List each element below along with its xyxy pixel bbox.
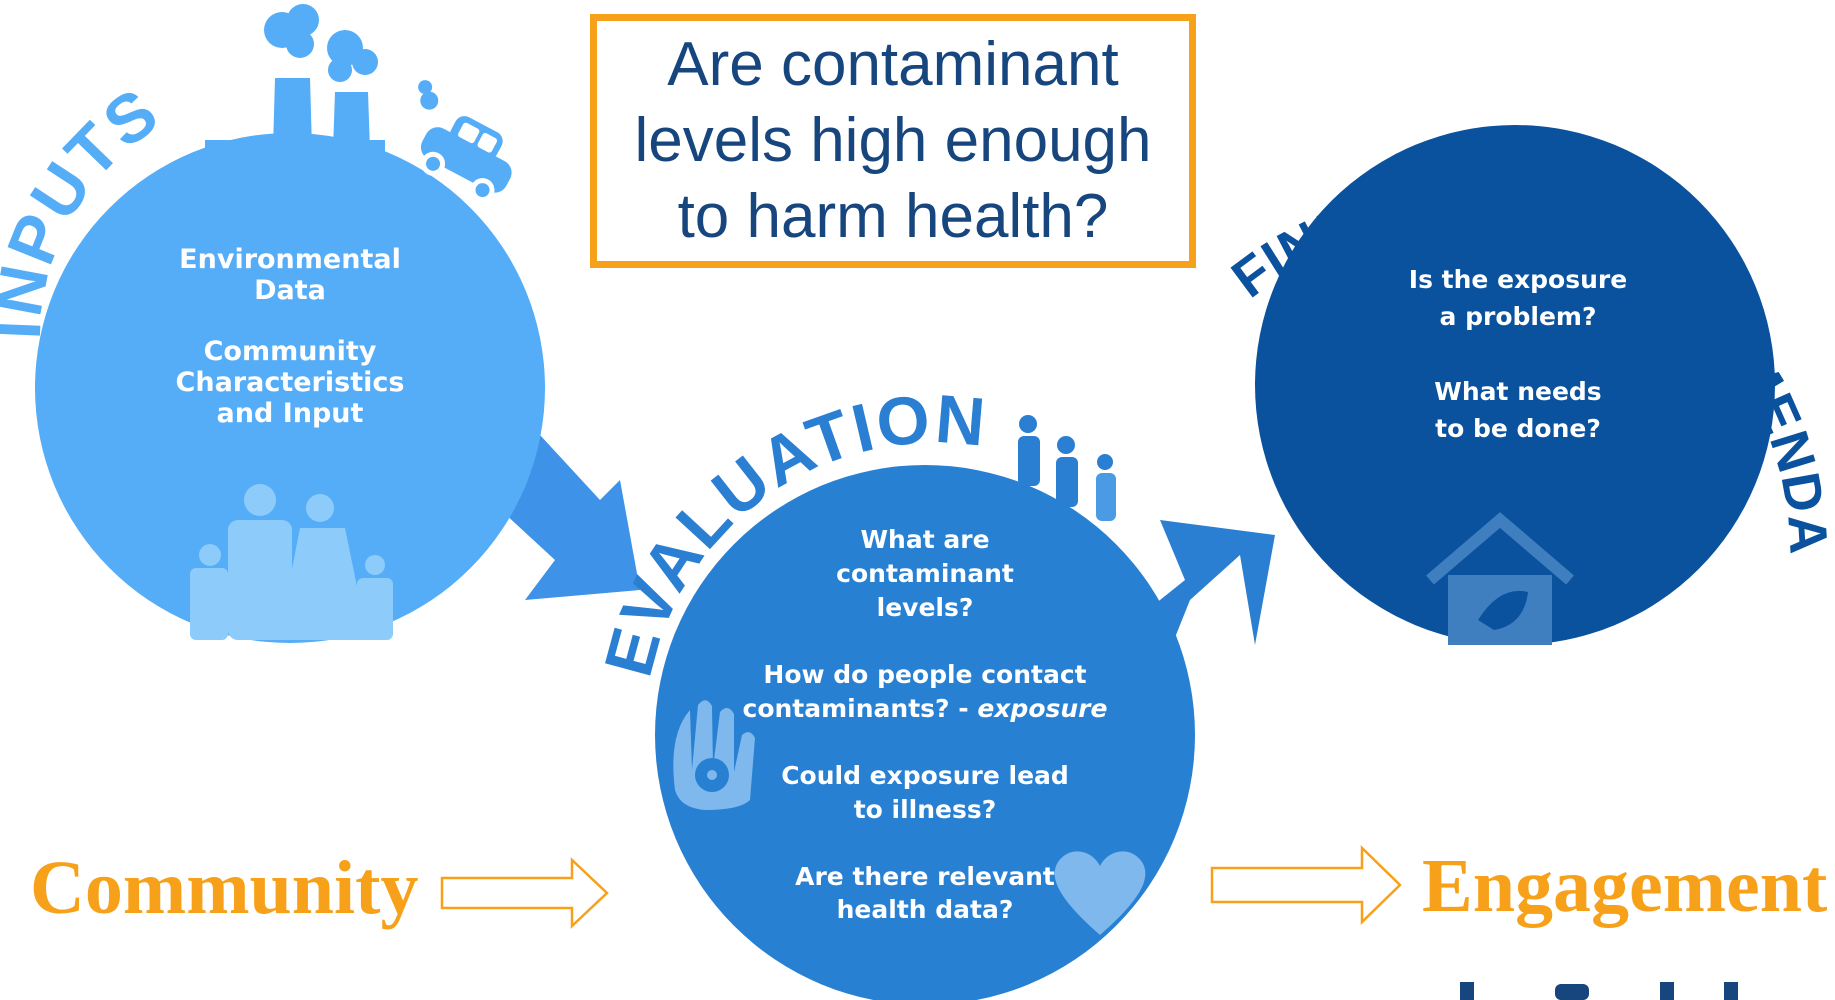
findings-line-1: Is the exposure bbox=[1409, 265, 1627, 294]
smoke-icon bbox=[264, 4, 378, 82]
evaluation-line-2: contaminant bbox=[836, 559, 1014, 588]
factory-icon bbox=[205, 4, 385, 200]
house-leaf-icon bbox=[1426, 512, 1574, 645]
evaluation-emphasis: exposure bbox=[977, 694, 1107, 723]
findings-circle bbox=[1255, 125, 1775, 645]
evaluation-line-7: to illness? bbox=[854, 795, 997, 824]
people-icon bbox=[1018, 415, 1116, 521]
car-icon bbox=[418, 80, 512, 203]
outline-arrow-icon bbox=[1210, 845, 1402, 925]
inputs-circle bbox=[35, 133, 545, 643]
question-text: Are contaminant levels high enough to ha… bbox=[634, 30, 1152, 251]
outline-arrow-icon bbox=[440, 857, 609, 929]
evaluation-line-3: levels? bbox=[877, 593, 974, 622]
inputs-stage: INPUTS Environmental Data Community Char… bbox=[0, 4, 545, 643]
evaluation-line-5: contaminants? - bbox=[743, 694, 978, 723]
evaluation-line-6: Could exposure lead bbox=[781, 761, 1069, 790]
evaluation-line-1: What are bbox=[860, 525, 989, 554]
findings-line-2: a problem? bbox=[1440, 302, 1597, 331]
findings-line-3: What needs bbox=[1434, 377, 1601, 406]
question-box: Are contaminant levels high enough to ha… bbox=[590, 14, 1196, 268]
evaluation-line-5-group: contaminants? - exposure bbox=[743, 694, 1108, 723]
findings-line-4: to be done? bbox=[1435, 414, 1601, 443]
heart-icon bbox=[1054, 851, 1146, 935]
community-label: Community bbox=[30, 846, 419, 930]
evaluation-line-9: health data? bbox=[837, 895, 1014, 924]
inputs-line-4: Characteristics bbox=[176, 367, 405, 398]
hand-radiation-icon bbox=[673, 700, 755, 810]
inputs-line-1: Environmental bbox=[179, 244, 401, 275]
engagement-label: Engagement bbox=[1422, 844, 1828, 928]
inputs-line-3: Community bbox=[204, 336, 377, 367]
evaluation-line-8: Are there relevant bbox=[795, 862, 1055, 891]
evaluation-line-4: How do people contact bbox=[763, 660, 1086, 689]
inputs-line-5: and Input bbox=[217, 398, 364, 429]
evaluation-stage: EVALUATION What are contaminant levels? … bbox=[590, 381, 1195, 1000]
family-icon bbox=[190, 484, 393, 640]
cropped-text-fragment bbox=[1460, 982, 1738, 1000]
inputs-line-2: Data bbox=[254, 275, 326, 306]
